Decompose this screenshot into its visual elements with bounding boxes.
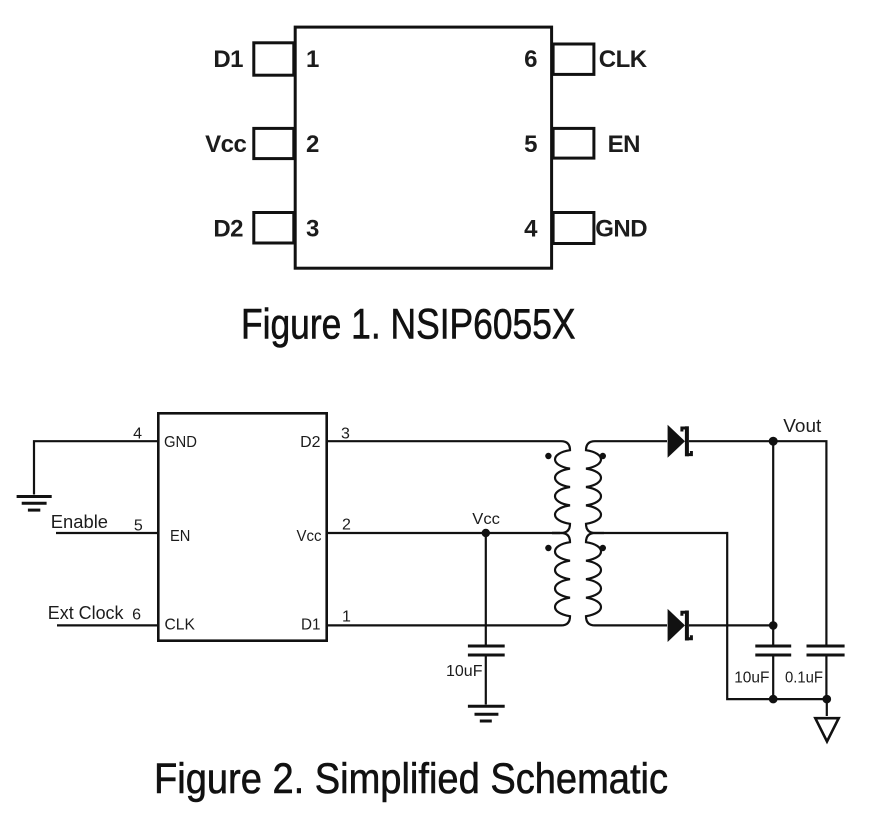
svg-text:EN: EN: [608, 131, 640, 158]
svg-text:Vcc: Vcc: [297, 528, 322, 545]
svg-text:D2: D2: [300, 434, 321, 451]
svg-text:2: 2: [342, 517, 351, 534]
svg-text:3: 3: [306, 216, 319, 243]
svg-text:3: 3: [341, 426, 350, 443]
svg-text:5: 5: [524, 131, 537, 158]
svg-text:4: 4: [133, 426, 142, 443]
svg-text:1: 1: [342, 609, 351, 626]
svg-text:EN: EN: [170, 528, 190, 545]
svg-text:D1: D1: [213, 46, 243, 73]
svg-text:2: 2: [306, 131, 319, 158]
svg-text:Enable: Enable: [51, 512, 108, 532]
svg-text:Figure 2. Simplified Schematic: Figure 2. Simplified Schematic: [154, 755, 668, 803]
svg-text:D1: D1: [301, 616, 321, 633]
svg-text:0.1uF: 0.1uF: [785, 670, 823, 687]
svg-text:10uF: 10uF: [734, 670, 769, 687]
svg-text:10uF: 10uF: [446, 663, 483, 680]
svg-text:CLK: CLK: [165, 616, 196, 633]
svg-text:Vcc: Vcc: [472, 511, 500, 528]
svg-text:6: 6: [524, 46, 537, 73]
svg-text:Vout: Vout: [783, 416, 821, 436]
svg-text:Figure 1. NSIP6055X: Figure 1. NSIP6055X: [241, 300, 576, 348]
svg-text:D2: D2: [213, 216, 243, 243]
svg-text:Ext Clock: Ext Clock: [48, 603, 125, 623]
svg-text:5: 5: [134, 517, 143, 534]
svg-text:GND: GND: [595, 216, 647, 243]
svg-text:Vcc: Vcc: [205, 131, 246, 158]
svg-text:4: 4: [524, 216, 538, 243]
svg-text:1: 1: [306, 46, 319, 73]
svg-text:CLK: CLK: [599, 46, 648, 73]
svg-text:GND: GND: [164, 434, 197, 451]
svg-text:6: 6: [132, 607, 141, 624]
